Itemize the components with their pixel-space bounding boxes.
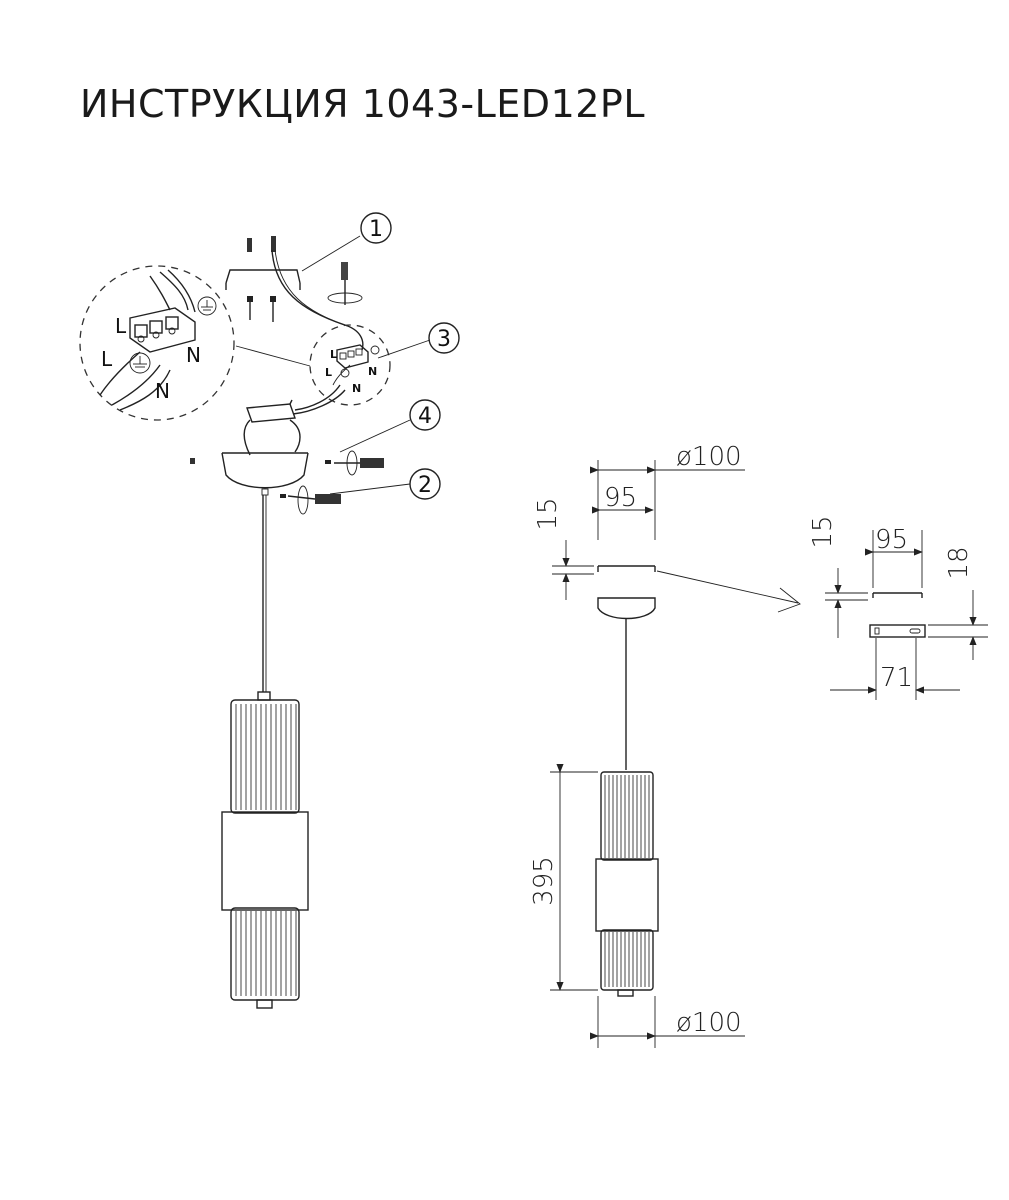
svg-text:95: 95	[604, 483, 637, 513]
dimension-view: ø100 95 15 395	[529, 442, 801, 1048]
svg-text:1: 1	[369, 217, 383, 242]
svg-text:15: 15	[533, 497, 563, 530]
svg-text:4: 4	[418, 404, 432, 429]
callout-2: 2	[280, 468, 441, 515]
svg-text:3: 3	[437, 327, 451, 352]
callout-3: 3	[377, 322, 460, 359]
svg-text:ø100: ø100	[676, 442, 742, 472]
svg-text:L: L	[101, 347, 113, 371]
svg-text:N: N	[352, 382, 361, 395]
svg-text:N: N	[368, 365, 377, 378]
svg-text:18: 18	[944, 546, 974, 579]
svg-text:L: L	[330, 348, 337, 361]
bracket-detail: 95 15 18 71	[808, 515, 988, 700]
screw-icon	[247, 236, 276, 322]
svg-text:L: L	[115, 314, 127, 338]
svg-text:71: 71	[880, 663, 913, 693]
ground-icon	[197, 296, 217, 316]
led-driver	[243, 384, 346, 456]
svg-text:L: L	[325, 366, 332, 379]
page-title: ИНСТРУКЦИЯ 1043-LED12PL	[80, 82, 646, 126]
terminal-detail: L N L N	[309, 324, 391, 406]
svg-text:2: 2	[418, 473, 432, 498]
screwdriver-icon	[325, 450, 384, 476]
terminal-detail-magnified: L N L N	[79, 265, 235, 421]
lamp-body	[221, 699, 309, 1009]
svg-text:395: 395	[529, 856, 559, 906]
svg-text:N: N	[186, 343, 201, 367]
callout-4: 4	[325, 399, 441, 476]
callout-1: 1	[301, 212, 392, 272]
svg-text:95: 95	[875, 525, 908, 555]
svg-text:N: N	[155, 379, 170, 403]
screwdriver-icon	[280, 485, 341, 515]
canopy	[190, 452, 309, 496]
svg-text:15: 15	[808, 515, 838, 548]
exploded-view: 1 L N L N	[79, 212, 460, 1009]
svg-text:ø100: ø100	[676, 1008, 742, 1038]
screwdriver-icon	[327, 262, 363, 305]
ground-icon	[129, 352, 151, 374]
mounting-bracket	[225, 269, 301, 290]
